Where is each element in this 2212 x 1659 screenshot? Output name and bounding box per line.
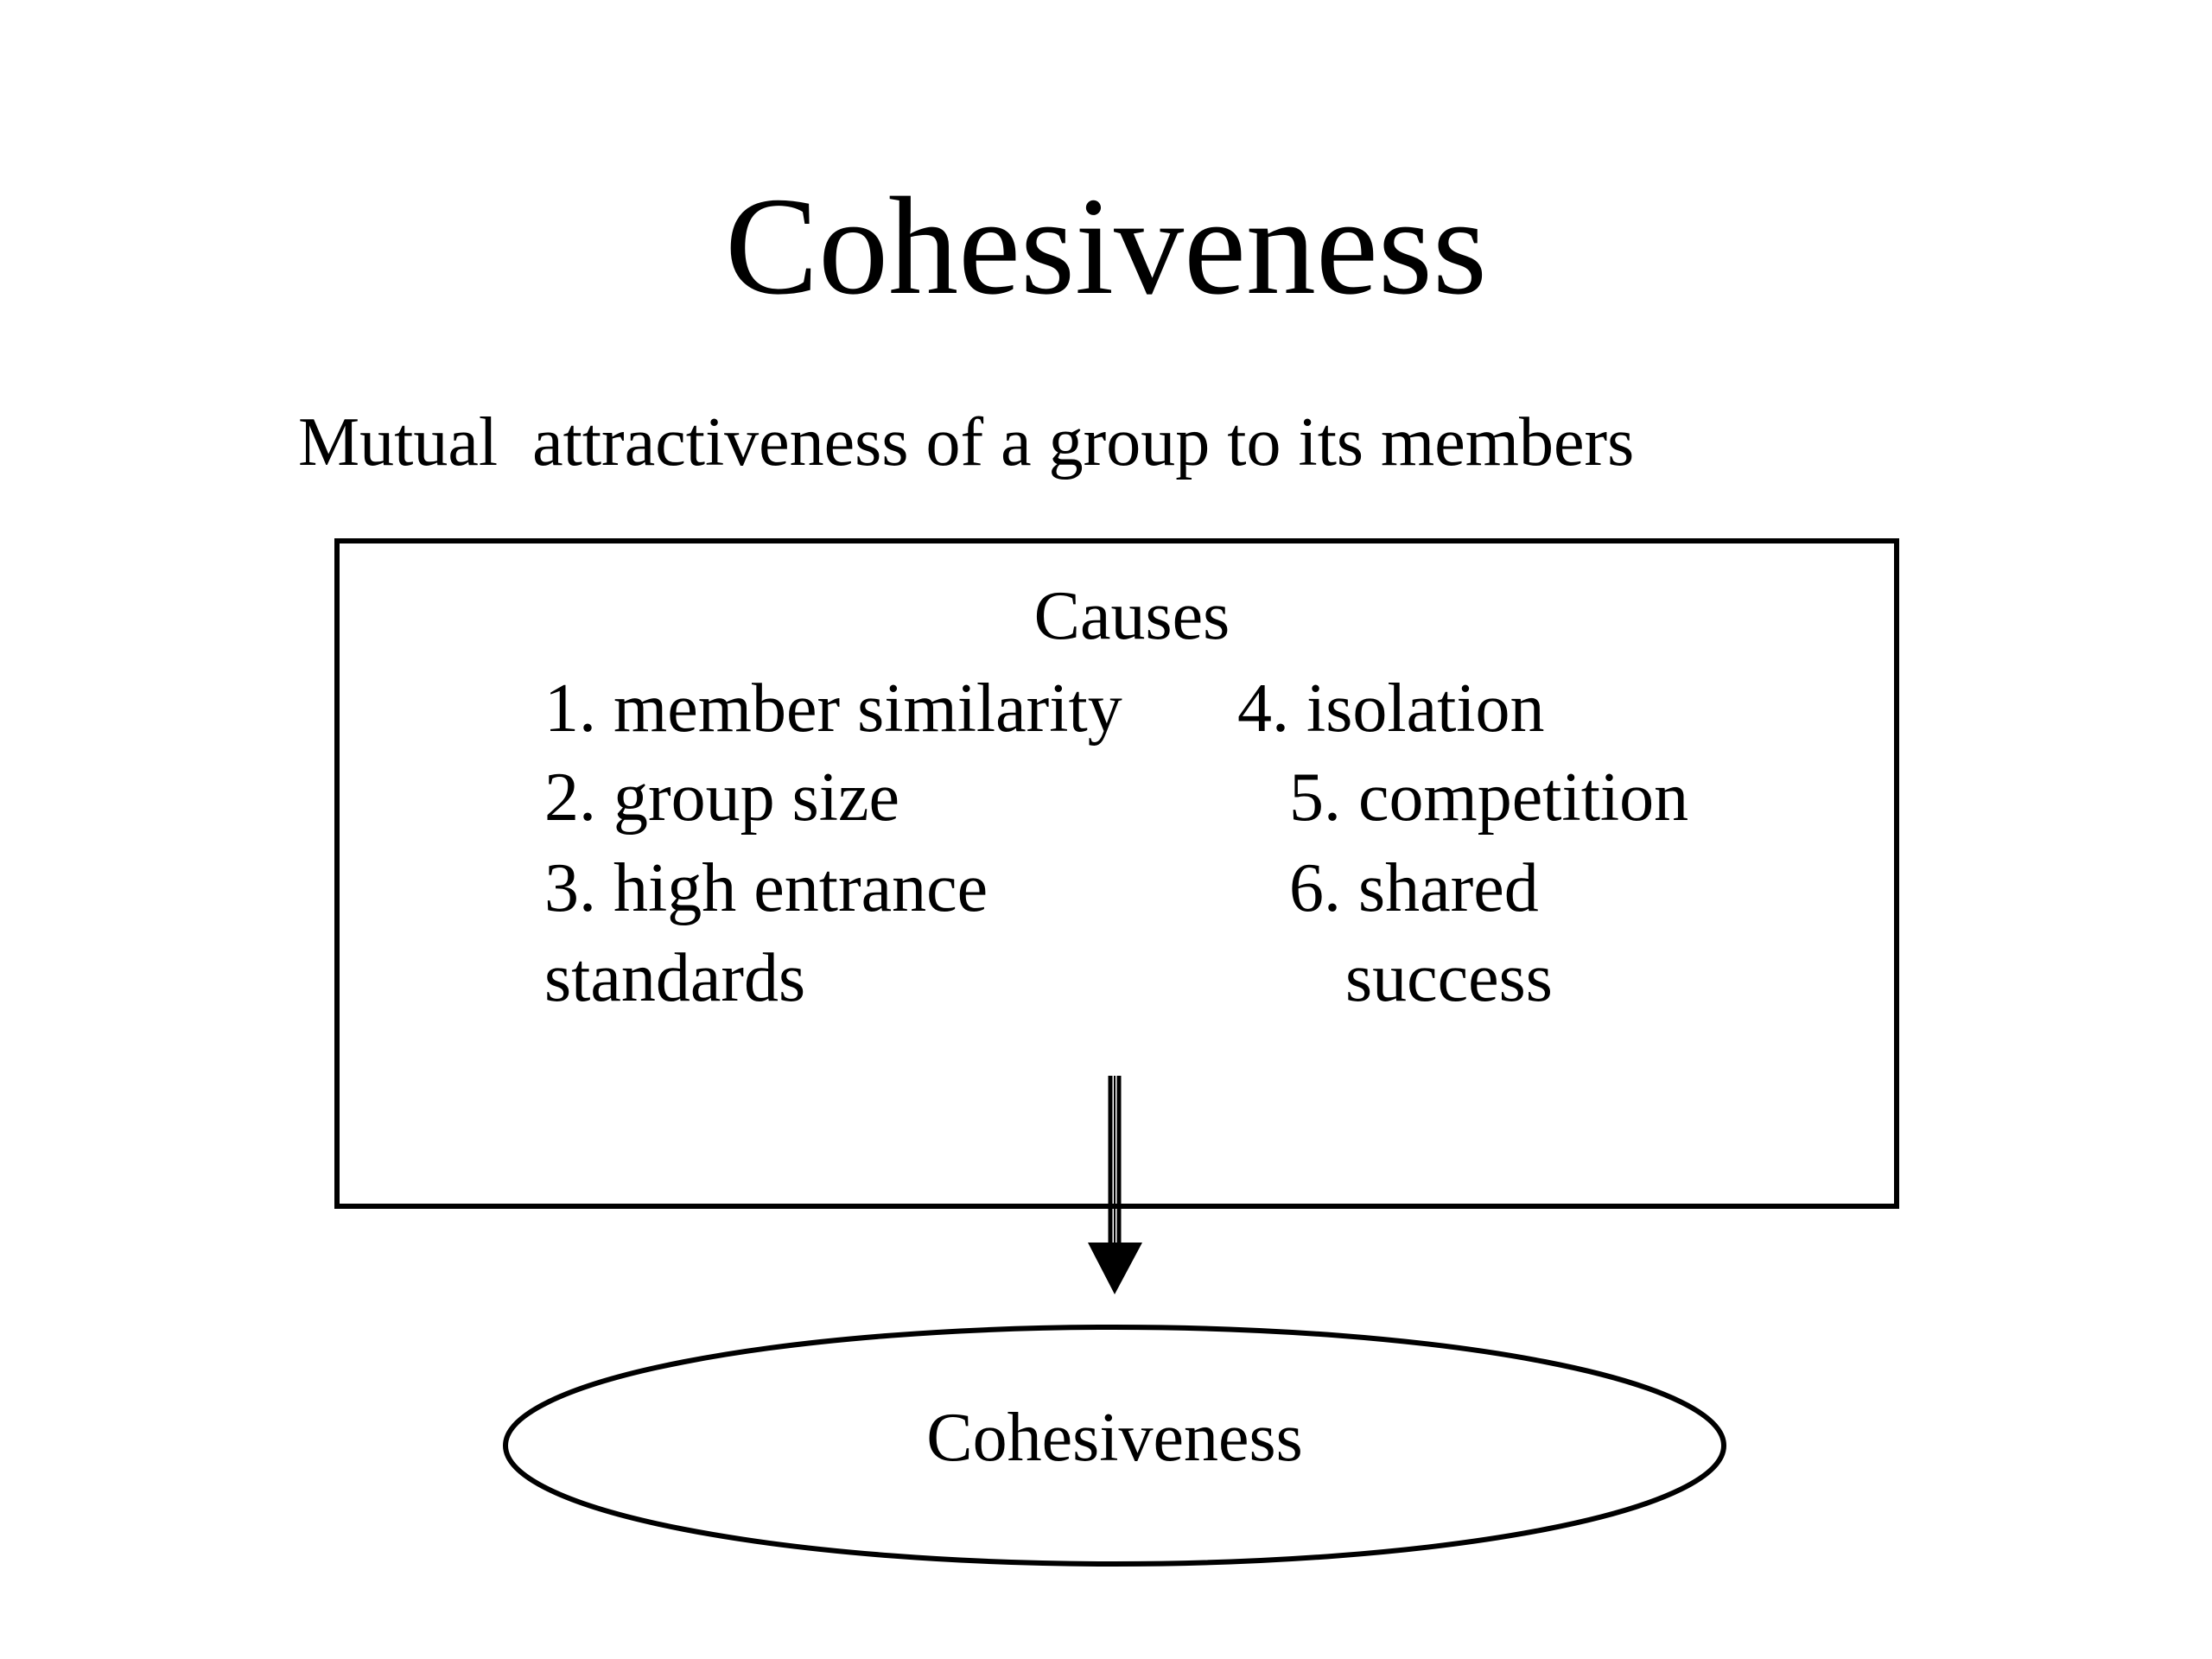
cause-group-size: 2. group size xyxy=(544,760,900,836)
cause-competition: 5. competition xyxy=(1289,760,1689,836)
cause-high-entrance-standards: standards xyxy=(544,940,806,1016)
cause-shared-success: success xyxy=(1345,940,1553,1016)
cause-high-entrance: 3. high entrance xyxy=(544,850,988,926)
arrow-head xyxy=(1088,1243,1142,1294)
causes-heading: Causes xyxy=(1033,578,1230,654)
slide-title: Cohesiveness xyxy=(725,169,1487,324)
cause-shared: 6. shared xyxy=(1289,850,1539,926)
cause-member-similarity: 1. member similarity xyxy=(544,671,1122,747)
cause-isolation: 4. isolation xyxy=(1237,671,1545,747)
slide-subtitle: Mutual attractiveness of a group to its … xyxy=(298,404,1635,480)
result-label: Cohesiveness xyxy=(926,1400,1303,1476)
